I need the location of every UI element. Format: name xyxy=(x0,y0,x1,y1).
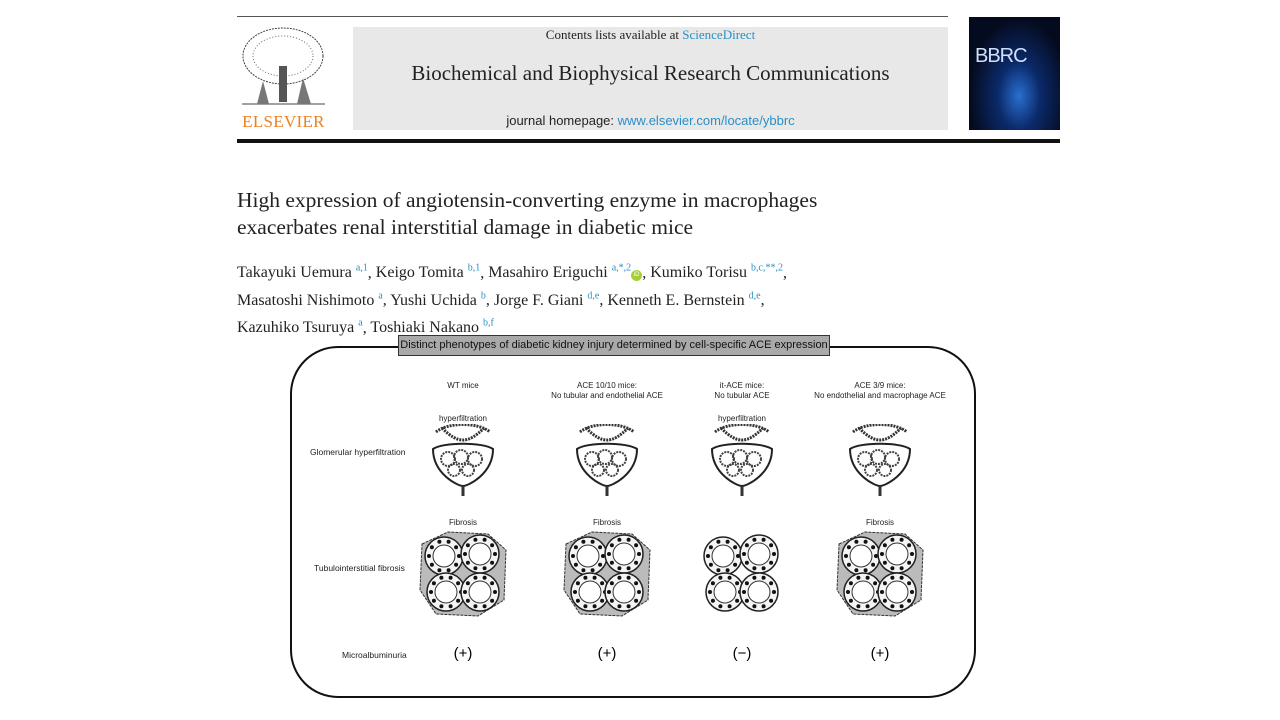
elsevier-logo: ELSEVIER xyxy=(237,26,330,132)
row-label: Microalbuminuria xyxy=(342,650,407,660)
orcid-icon[interactable]: iD xyxy=(631,270,643,282)
column-header: WT mice xyxy=(447,381,479,390)
homepage-prefix: journal homepage: xyxy=(506,113,618,128)
glomerulus-note: hyperfiltration xyxy=(717,414,767,423)
article-title: High expression of angiotensin-convertin… xyxy=(237,187,1037,241)
fibrosis-note: Fibrosis xyxy=(592,518,621,527)
author[interactable]: Takayuki Uemura a,1 xyxy=(237,263,368,282)
tubule-illustration xyxy=(703,534,779,612)
fibrosis-note: Fibrosis xyxy=(448,518,477,527)
row-label: Tubulointerstitial fibrosis xyxy=(314,563,405,573)
author[interactable]: Kazuhiko Tsuruya a xyxy=(237,317,363,336)
fibrosis-note: Fibrosis xyxy=(865,518,894,527)
microalbuminuria-result: (+) xyxy=(870,645,890,662)
figure-title: Distinct phenotypes of diabetic kidney i… xyxy=(398,335,830,356)
glomerulus-illustration xyxy=(710,424,774,496)
journal-banner: Contents lists available at ScienceDirec… xyxy=(353,27,948,130)
contents-prefix: Contents lists available at xyxy=(545,27,683,42)
title-line-1: High expression of angiotensin-convertin… xyxy=(237,188,818,212)
microalbuminuria-result: (−) xyxy=(732,645,752,662)
cover-title: BBRC xyxy=(975,45,1028,67)
tubule-illustration xyxy=(419,531,507,617)
publisher-name: ELSEVIER xyxy=(242,112,325,131)
sciencedirect-link[interactable]: ScienceDirect xyxy=(682,27,756,42)
microalbuminuria-result: (+) xyxy=(453,645,473,662)
contents-line: Contents lists available at ScienceDirec… xyxy=(353,27,948,43)
glomerulus-illustration xyxy=(431,424,495,496)
journal-title: Biochemical and Biophysical Research Com… xyxy=(411,61,890,85)
author[interactable]: Masatoshi Nishimoto a xyxy=(237,290,383,309)
elsevier-tree-icon xyxy=(242,27,325,105)
microalbuminuria-result: (+) xyxy=(597,645,617,662)
tubule-illustration xyxy=(836,531,924,617)
author[interactable]: Masahiro Eriguchi a,*,2iD xyxy=(488,263,643,282)
author[interactable]: Toshiaki Nakano b,f xyxy=(370,317,494,336)
author[interactable]: Keigo Tomita b,1 xyxy=(375,263,481,282)
author[interactable]: Kenneth E. Bernstein d,e xyxy=(607,290,761,309)
column-header: ACE 10/10 mice:No tubular and endothelia… xyxy=(551,381,663,400)
column-header: it-ACE mice:No tubular ACE xyxy=(714,381,770,400)
homepage-line: journal homepage: www.elsevier.com/locat… xyxy=(353,113,948,128)
header-top-rule xyxy=(237,16,948,17)
glomerulus-illustration xyxy=(848,424,912,496)
glomerulus-note: hyperfiltration xyxy=(438,414,488,423)
author[interactable]: Yushi Uchida b xyxy=(390,290,486,309)
author[interactable]: Jorge F. Giani d,e xyxy=(493,290,600,309)
author[interactable]: Kumiko Torisu b,c,**,2 xyxy=(650,263,783,282)
header-rule xyxy=(237,139,1060,143)
column-header: ACE 3/9 mice:No endothelial and macropha… xyxy=(814,381,946,400)
row-label: Glomerular hyperfiltration xyxy=(310,447,406,457)
title-line-2: exacerbates renal interstitial damage in… xyxy=(237,215,694,239)
homepage-link[interactable]: www.elsevier.com/locate/ybbrc xyxy=(617,113,795,128)
glomerulus-illustration xyxy=(575,424,639,496)
journal-cover: BBRC xyxy=(969,17,1060,130)
tubule-illustration xyxy=(563,531,651,617)
author-list: Takayuki Uemura a,1, Keigo Tomita b,1, M… xyxy=(237,263,787,336)
